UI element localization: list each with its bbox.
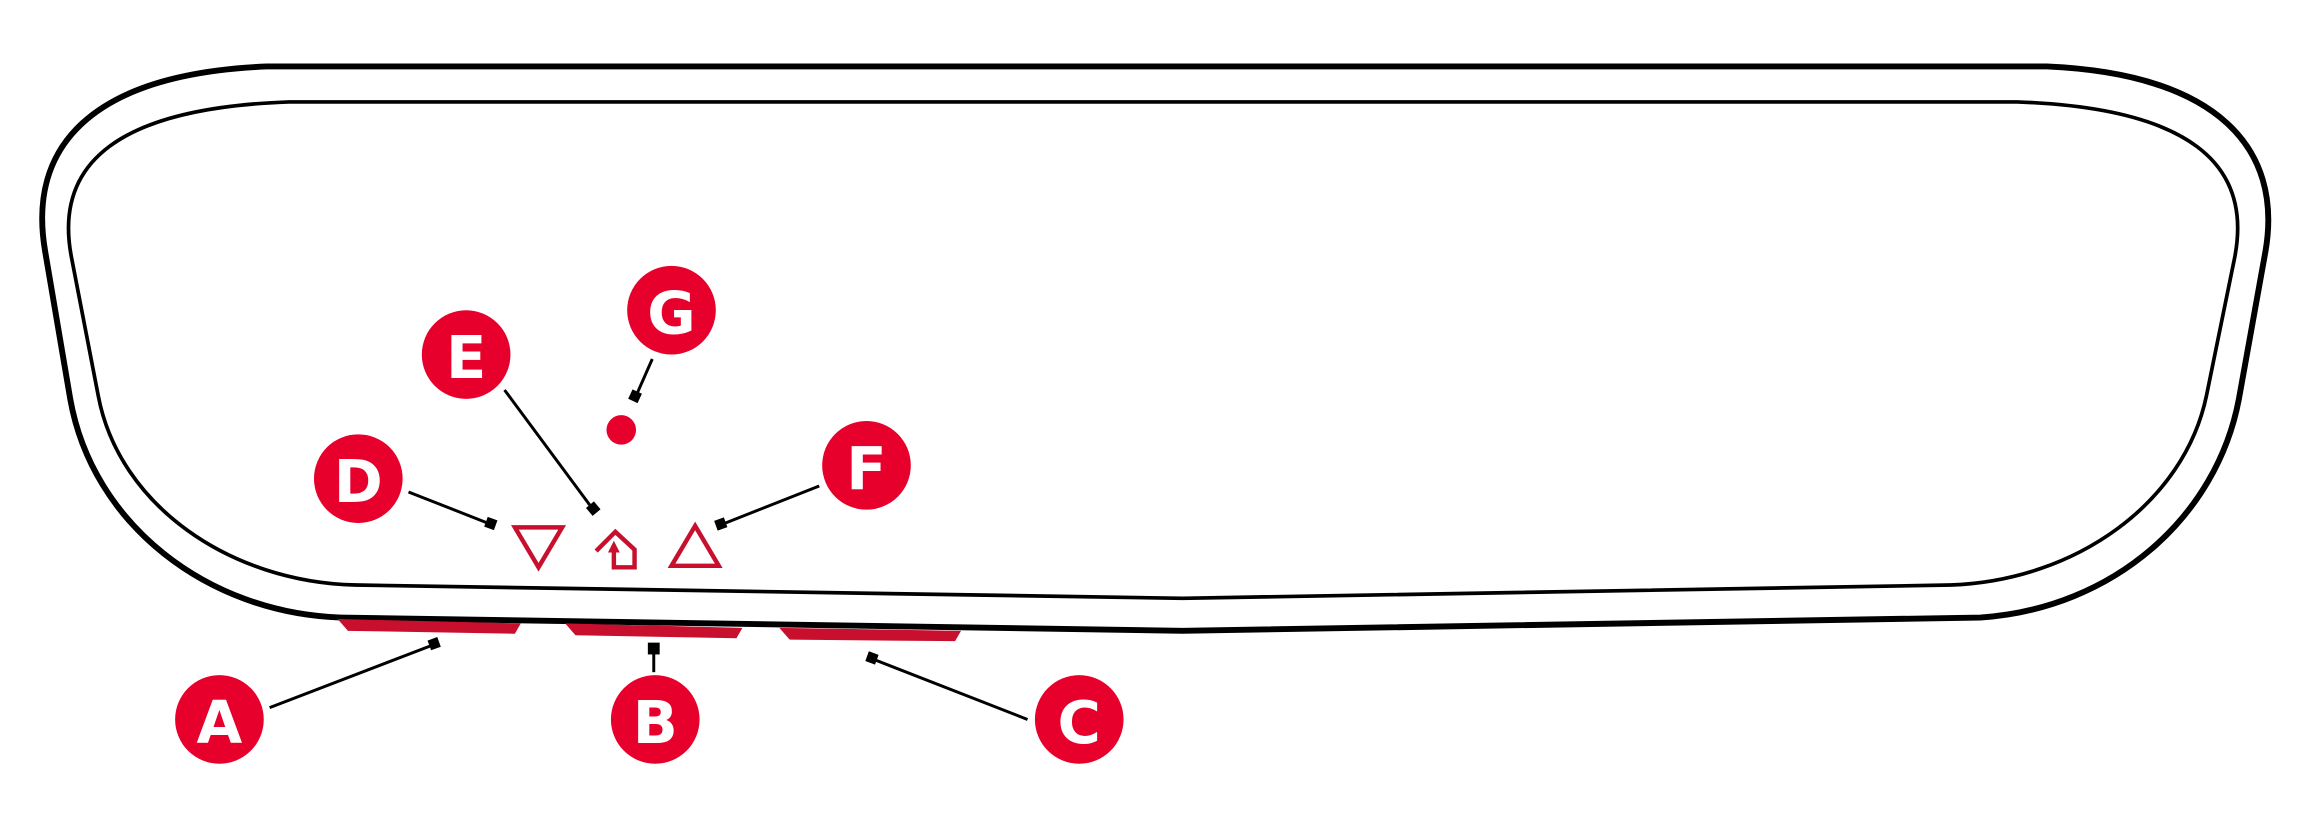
mirror-outer-outline bbox=[39, 63, 2272, 634]
svg-text:G: G bbox=[647, 279, 696, 348]
svg-text:A: A bbox=[197, 688, 243, 757]
leader-lines bbox=[269, 358, 1029, 721]
svg-text:B: B bbox=[633, 688, 678, 757]
up-triangle-icon bbox=[667, 521, 723, 569]
callout-b: B bbox=[610, 675, 700, 764]
callout-c: C bbox=[1034, 675, 1124, 764]
home-up-icon bbox=[594, 528, 637, 570]
svg-text:E: E bbox=[446, 323, 486, 392]
callout-e: E bbox=[421, 310, 511, 399]
callout-f: F bbox=[822, 421, 911, 510]
callout-d: D bbox=[313, 434, 403, 523]
mirror-glass-outline bbox=[66, 100, 2240, 601]
button-a[interactable] bbox=[337, 618, 521, 634]
svg-text:D: D bbox=[334, 447, 383, 516]
down-triangle-icon bbox=[511, 525, 567, 572]
button-b[interactable] bbox=[565, 623, 743, 639]
indicator-dot bbox=[606, 415, 637, 445]
callout-g: G bbox=[627, 265, 716, 355]
button-c[interactable] bbox=[779, 627, 962, 642]
callout-a: A bbox=[175, 675, 264, 764]
svg-text:F: F bbox=[846, 434, 886, 503]
svg-text:C: C bbox=[1058, 688, 1101, 757]
